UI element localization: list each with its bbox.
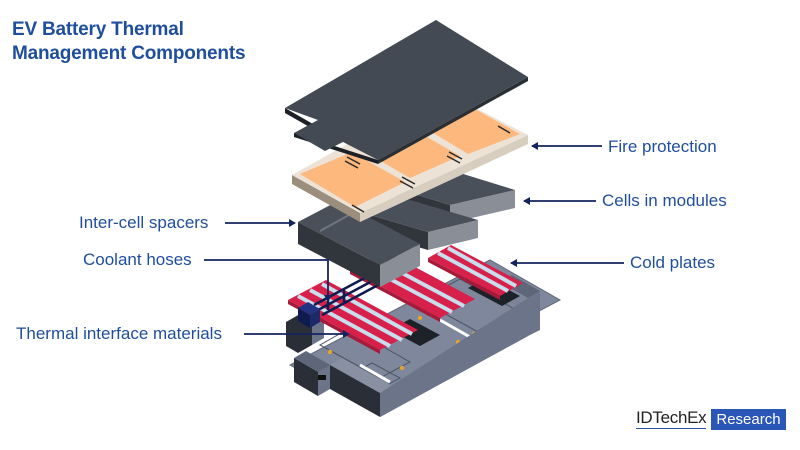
idtechex-logo: IDTechEx Research bbox=[636, 408, 786, 430]
leader-coolant-hoses bbox=[204, 259, 329, 298]
coolant-hoses bbox=[313, 272, 381, 317]
battery-tray bbox=[286, 275, 540, 417]
label-thermal-interface-materials: Thermal interface materials bbox=[16, 324, 222, 343]
leader-arrowheads bbox=[289, 142, 538, 338]
label-cells-in-modules: Cells in modules bbox=[602, 191, 727, 210]
cold-plate-right bbox=[428, 245, 523, 300]
cell-module-left bbox=[298, 201, 420, 287]
label-inter-cell-spacers: Inter-cell spacers bbox=[79, 213, 209, 232]
battery-lid bbox=[285, 20, 528, 164]
label-cold-plates: Cold plates bbox=[630, 253, 716, 272]
title-line-2: Management Components bbox=[12, 43, 246, 64]
fire-protection-sheet bbox=[292, 100, 528, 222]
label-coolant-hoses: Coolant hoses bbox=[83, 250, 192, 269]
logo-badge: Research bbox=[711, 408, 786, 430]
logo-name: IDTechEx bbox=[636, 408, 707, 429]
leader-lines bbox=[204, 145, 624, 335]
title-line-1: EV Battery Thermal bbox=[12, 19, 184, 40]
label-fire-protection: Fire protection bbox=[608, 137, 717, 156]
diagram-title: EV Battery Thermal Management Components bbox=[12, 18, 246, 66]
coolant-manifold bbox=[298, 302, 320, 328]
